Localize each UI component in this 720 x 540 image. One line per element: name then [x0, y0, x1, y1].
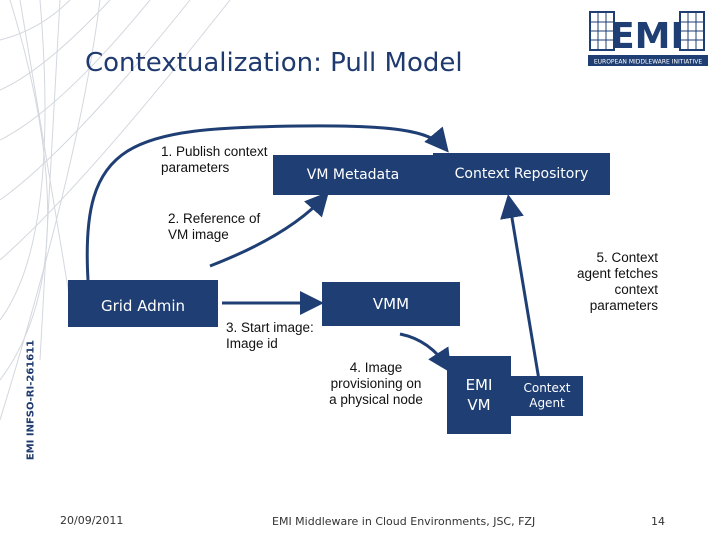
- context-agent-line1: Context: [523, 381, 571, 395]
- context-agent-line2: Agent: [529, 396, 565, 410]
- arrow-publish: [85, 124, 449, 281]
- emi-vm-line1: EMI: [465, 376, 493, 394]
- vmm-label: VMM: [372, 295, 410, 313]
- label-publish: 1. Publish context parameters: [161, 144, 268, 176]
- context-agent-box: Context Agent: [511, 376, 583, 416]
- label-fetch: 5. Context agent fetches context paramet…: [548, 250, 658, 314]
- label-provision-line2: provisioning on: [330, 376, 422, 391]
- arrow-provision: [399, 332, 452, 374]
- arrow-fetch: [500, 194, 542, 387]
- footer-center: EMI Middleware in Cloud Environments, JS…: [272, 515, 536, 528]
- emi-vm-box: EMI VM: [447, 356, 511, 434]
- label-fetch-line4: parameters: [589, 298, 658, 313]
- emi-logo: EMI EUROPEAN MIDDLEWARE INITIATIVE: [588, 11, 708, 66]
- vmm-box: VMM: [322, 282, 460, 326]
- footer-page-number: 14: [651, 515, 665, 528]
- emi-vm-line2: VM: [467, 396, 491, 414]
- context-repository-label: Context Repository: [454, 166, 589, 182]
- logo-letters: EMI: [610, 16, 684, 57]
- label-provision-line3: a physical node: [329, 392, 423, 407]
- label-fetch-line3: context: [614, 282, 658, 297]
- label-start-line1: 3. Start image:: [226, 320, 314, 335]
- label-reference-line1: 2. Reference of: [168, 211, 261, 226]
- vm-metadata-label: VM Metadata: [306, 167, 400, 183]
- footer-date: 20/09/2011: [60, 514, 124, 527]
- vm-metadata-box: VM Metadata: [273, 155, 433, 195]
- label-start-line2: Image id: [226, 336, 278, 351]
- label-provision-line1: 4. Image: [349, 360, 403, 375]
- context-repository-box: Context Repository: [433, 153, 610, 195]
- arrow-reference: [209, 191, 330, 268]
- label-reference-line2: VM image: [168, 227, 229, 242]
- label-fetch-line1: 5. Context: [596, 250, 658, 265]
- grid-admin-label: Grid Admin: [100, 297, 186, 315]
- label-provision: 4. Image provisioning on a physical node: [322, 360, 430, 408]
- grid-admin-box: Grid Admin: [68, 280, 218, 327]
- logo-caption: EUROPEAN MIDDLEWARE INITIATIVE: [594, 59, 703, 66]
- label-publish-line1: 1. Publish context: [161, 144, 268, 159]
- label-start: 3. Start image: Image id: [226, 320, 314, 352]
- label-publish-line2: parameters: [161, 160, 230, 175]
- slide-title: Contextualization: Pull Model: [85, 48, 463, 78]
- label-reference: 2. Reference of VM image: [168, 211, 260, 243]
- label-fetch-line2: agent fetches: [576, 266, 658, 281]
